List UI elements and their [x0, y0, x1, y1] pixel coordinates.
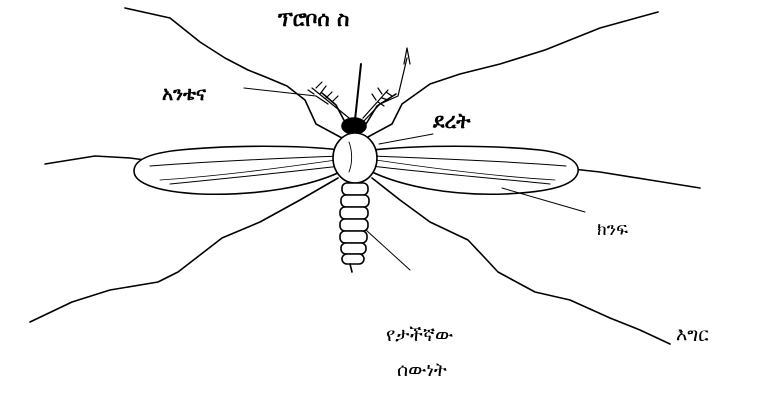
antenna-feather-right: [363, 88, 392, 118]
label-wing: ክንፍ: [597, 221, 628, 239]
label-antenna: አንቴና: [162, 85, 206, 104]
label-abdomen-line2: ሰውነት: [397, 361, 447, 380]
wing-right: [372, 146, 578, 194]
leader-abdomen: [366, 230, 410, 270]
leader-antenna: [244, 88, 316, 96]
abdomen: [340, 183, 369, 272]
maxillary-thin: [363, 58, 407, 122]
leg-front-right: [366, 12, 658, 138]
antenna-feather-left: [308, 82, 349, 118]
leader-thorax: [379, 134, 433, 144]
abdomen-segment: [341, 243, 366, 254]
head: [342, 118, 366, 134]
label-proboscis: ፕሮቦሰ ስ: [278, 9, 349, 30]
leg-hind-right: [372, 178, 670, 344]
abdomen-segment: [340, 231, 367, 243]
label-abdomen-line1: የታችኛው: [386, 326, 453, 345]
head-appendages: [308, 48, 410, 124]
proboscis: [355, 64, 361, 120]
abdomen-segment: [341, 195, 369, 207]
abdomen-segment: [340, 207, 368, 219]
abdomen-segment: [340, 219, 368, 231]
abdomen-segment: [342, 254, 364, 264]
leader-wing: [502, 188, 585, 212]
wing-left: [134, 146, 340, 194]
leg-hind-left: [30, 178, 338, 322]
label-leg: እግር: [676, 326, 709, 345]
abdomen-segment: [342, 183, 368, 195]
label-thorax: ደረት: [433, 111, 470, 132]
thorax: [333, 133, 377, 183]
